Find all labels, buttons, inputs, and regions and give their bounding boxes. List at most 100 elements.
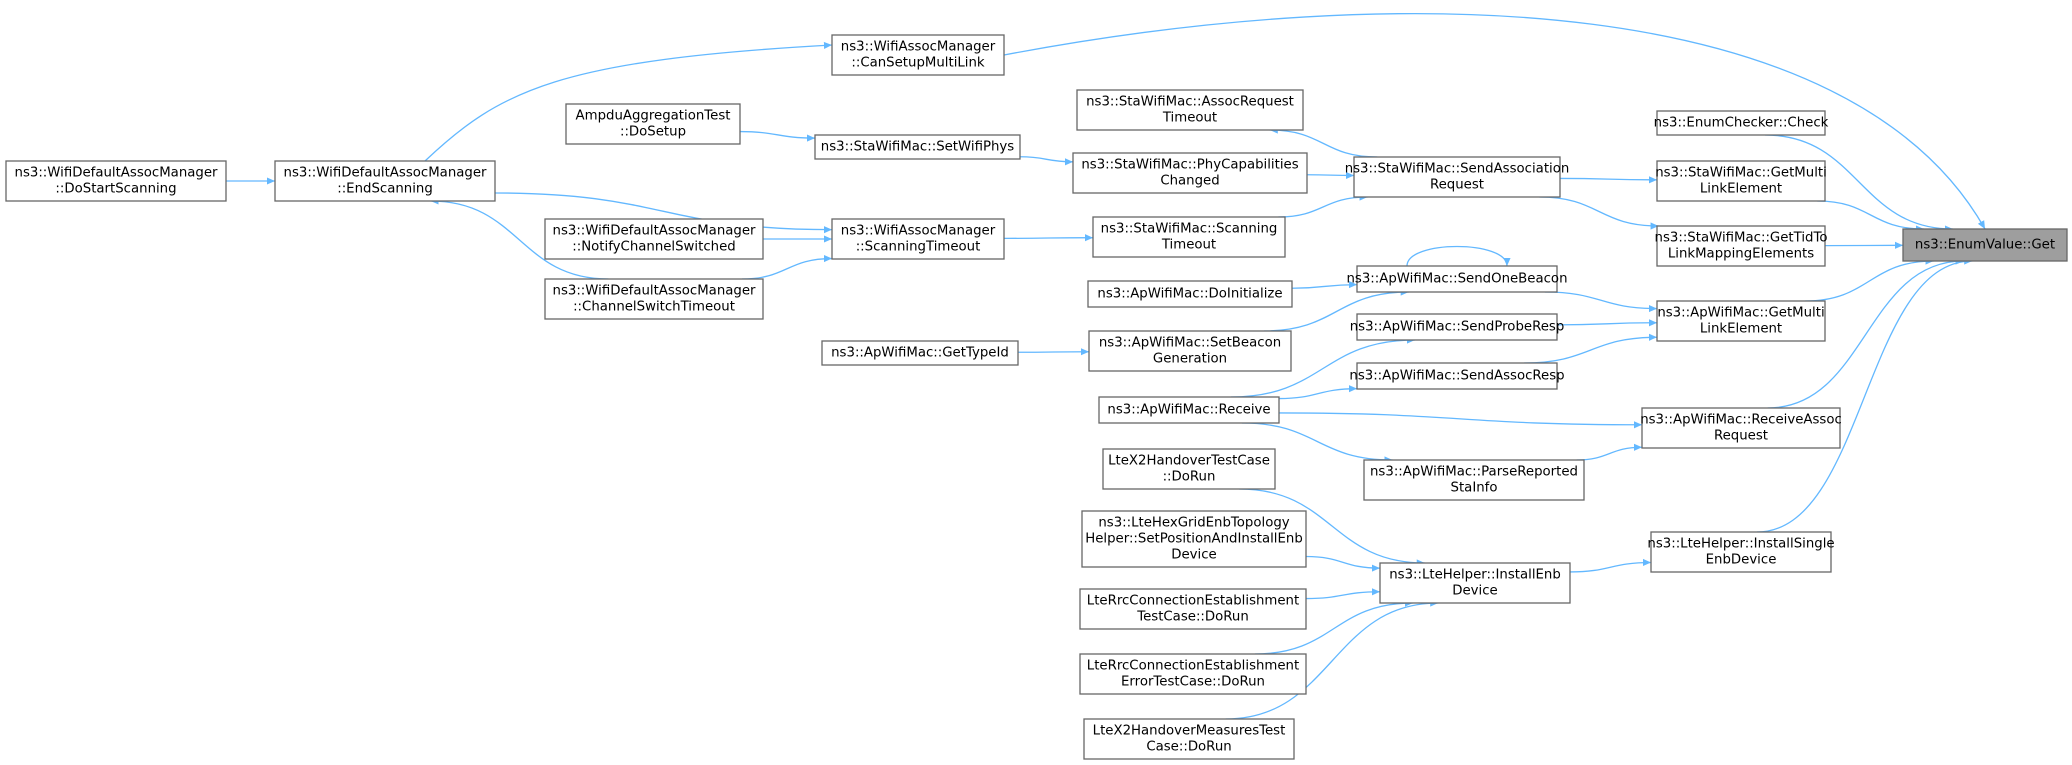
function-node[interactable]: LteX2HandoverTestCase::DoRun [1102,448,1276,490]
node-label: ns3::WifiAssocManager [841,224,996,239]
node-label: ns3::EnumValue::Get [1915,238,2055,253]
function-node[interactable]: AmpduAggregationTest::DoSetup [565,103,741,145]
node-label: ::ChannelSwitchTimeout [573,300,735,315]
function-node[interactable]: ns3::StaWifiMac::GetTidToLinkMappingElem… [1655,225,1828,267]
node-box [5,160,227,202]
function-node[interactable]: ns3::ApWifiMac::SendProbeResp [1350,313,1565,341]
function-node[interactable]: ns3::WifiAssocManager::CanSetupMultiLink [831,34,1005,76]
target-node[interactable]: ns3::EnumValue::Get [1902,228,2068,262]
node-label: EnbDevice [1706,553,1777,568]
call-edge [1756,257,1973,533]
node-label: ns3::LteHexGridEnbTopology [1098,516,1289,531]
function-node[interactable]: ns3::ApWifiMac::Receive [1098,396,1280,424]
function-node[interactable]: ns3::ApWifiMac::DoInitialize [1087,280,1293,308]
call-edge [1539,196,1659,230]
node-label: Request [1430,178,1484,193]
node-box [1650,531,1832,573]
node-box [1087,280,1293,308]
function-node[interactable]: ns3::ApWifiMac::SendOneBeacon [1346,265,1568,293]
node-label: ns3::ApWifiMac::SendOneBeacon [1346,272,1567,287]
node-box [1379,562,1571,604]
node-label: ns3::ApWifiMac::ParseReported [1370,465,1578,480]
node-box [544,278,764,320]
node-label: LteX2HandoverMeasuresTest [1093,724,1286,739]
node-label: Device [1171,548,1216,563]
call-edge [494,192,833,234]
node-box [1076,89,1304,131]
node-label: LinkMappingElements [1668,247,1814,262]
function-node[interactable]: ns3::WifiDefaultAssocManager::EndScannin… [274,160,496,202]
function-node[interactable]: ns3::WifiDefaultAssocManager::ChannelSwi… [544,278,764,320]
call-edge [424,41,833,162]
function-node[interactable]: ns3::StaWifiMac::ScanningTimeout [1092,216,1286,258]
function-node[interactable]: ns3::ApWifiMac::SendAssocResp [1349,362,1565,390]
node-label: ns3::StaWifiMac::SendAssociation [1345,162,1570,177]
node-box [1092,216,1286,258]
node-label: ns3::StaWifiMac::GetMulti [1655,166,1827,181]
node-label: ns3::StaWifiMac::Scanning [1101,222,1278,237]
function-node[interactable]: LteRrcConnectionEstablishmentTestCase::D… [1079,588,1307,630]
node-box [814,134,1021,160]
node-label: Timeout [1162,111,1217,126]
node-label: ns3::ApWifiMac::GetMulti [1657,306,1824,321]
node-label: Device [1452,584,1497,599]
call-edge [1278,193,1368,218]
node-box [1902,228,2068,262]
node-label: ns3::ApWifiMac::SendAssocResp [1349,369,1564,384]
node-label: ::EndScanning [337,182,433,197]
node-box [1072,152,1308,194]
node-box [1079,653,1307,695]
node-label: ns3::WifiDefaultAssocManager [15,166,218,181]
node-label: ns3::StaWifiMac::GetTidTo [1655,231,1828,246]
edges-layer [225,13,1986,720]
call-edge [1003,13,1986,230]
function-node[interactable]: ns3::WifiDefaultAssocManager::DoStartSca… [5,160,227,202]
function-node[interactable]: LteRrcConnectionEstablishmentErrorTestCa… [1079,653,1307,695]
function-node[interactable]: ns3::ApWifiMac::GetTypeId [821,340,1019,366]
node-box [1356,313,1558,341]
call-edge [1406,245,1511,267]
node-label: LteRrcConnectionEstablishment [1087,594,1299,609]
node-label: ns3::StaWifiMac::SetWifiPhys [821,140,1014,155]
function-node[interactable]: ns3::WifiAssocManager::ScanningTimeout [831,218,1005,260]
function-node[interactable]: ns3::WifiDefaultAssocManager::NotifyChan… [544,218,764,260]
node-box [1656,300,1826,342]
node-box [1641,407,1841,449]
function-node[interactable]: ns3::StaWifiMac::SetWifiPhys [814,134,1021,160]
call-edge [741,254,833,280]
call-edge [1524,333,1658,364]
node-box [1356,362,1558,390]
node-box [831,34,1005,76]
call-edge [739,130,816,142]
node-label: ns3::ApWifiMac::Receive [1107,403,1270,418]
node-label: LinkElement [1700,182,1782,197]
node-label: ::DoRun [1163,470,1216,485]
function-node[interactable]: ns3::LteHexGridEnbTopologyHelper::SetPos… [1081,510,1307,568]
node-box [1656,160,1826,202]
node-label: ns3::WifiAssocManager [841,40,996,55]
function-node[interactable]: ns3::EnumChecker::Check [1654,110,1829,136]
node-label: ns3::StaWifiMac::PhyCapabilities [1081,158,1298,173]
call-edge [1817,200,1925,233]
node-label: AmpduAggregationTest [576,109,731,124]
node-label: Case::DoRun [1146,740,1231,755]
node-box [1656,225,1826,267]
node-label: ns3::ApWifiMac::SendProbeResp [1350,320,1565,335]
node-label: ::DoStartScanning [55,182,176,197]
node-box [1363,459,1585,501]
node-label: ns3::ApWifiMac::GetTypeId [831,346,1009,361]
node-box [1656,110,1826,136]
node-box [544,218,764,260]
node-label: TestCase::DoRun [1136,610,1249,625]
